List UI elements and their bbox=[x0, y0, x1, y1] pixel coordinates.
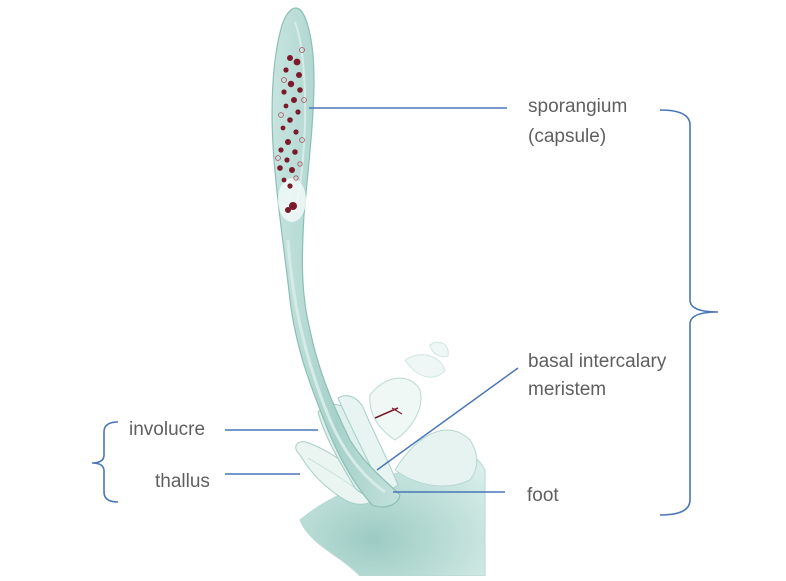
label-involucre: involucre bbox=[129, 419, 206, 440]
thallus-tissue bbox=[299, 341, 486, 577]
label-thallus: thallus bbox=[155, 471, 210, 492]
label-meristem: meristem bbox=[528, 379, 607, 400]
label-capsule: (capsule) bbox=[528, 126, 607, 147]
sporophyte-bracket bbox=[659, 109, 719, 516]
spore-outlines bbox=[275, 47, 307, 181]
basal-meristem-leader-line bbox=[376, 367, 519, 471]
leader-lines bbox=[225, 107, 519, 493]
gametophyte-bracket bbox=[91, 421, 119, 503]
sporophyte bbox=[271, 7, 401, 508]
label-basal-intercalary: basal intercalary bbox=[528, 351, 667, 372]
label-foot: foot bbox=[527, 485, 559, 506]
spores bbox=[277, 55, 303, 213]
label-sporangium: sporangium bbox=[528, 96, 628, 117]
